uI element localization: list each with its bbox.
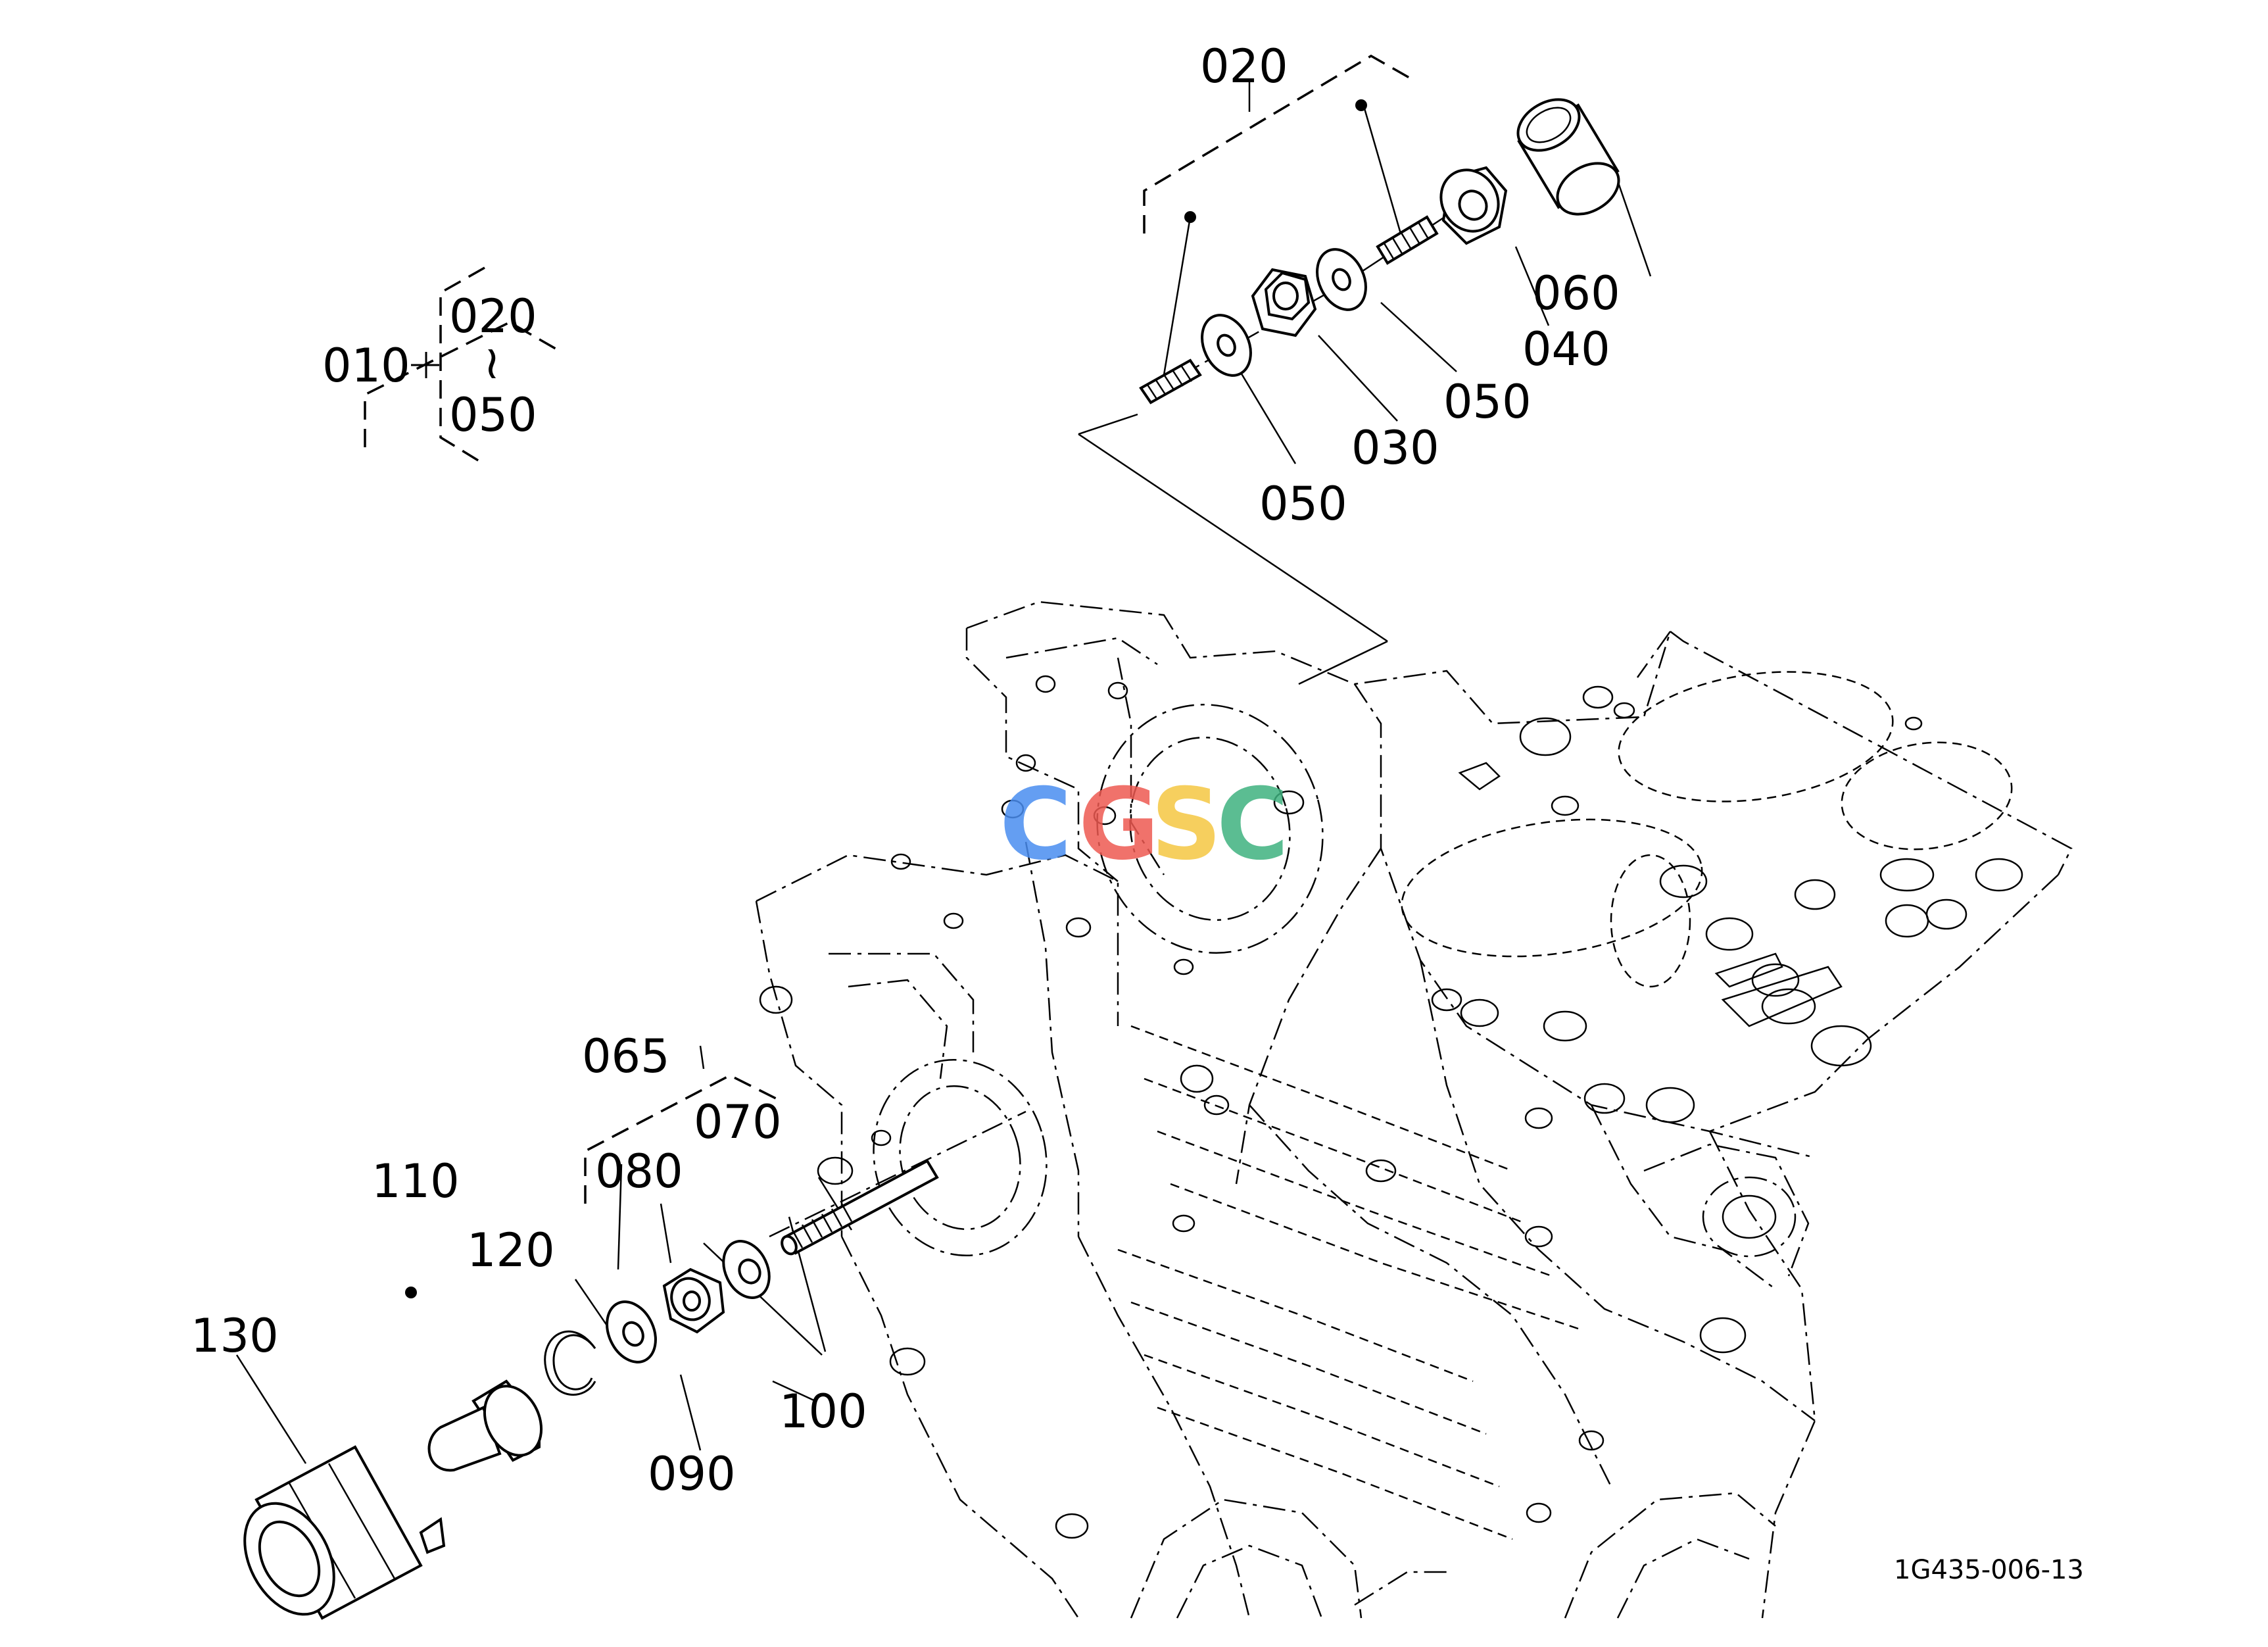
label-130: 130 [191,1309,279,1363]
part-080-nut [662,1267,725,1334]
reference-dots [405,99,1367,1298]
label-110: 110 [372,1154,460,1208]
part-040-nut [1439,166,1508,245]
upper-adjuster-assembly [1139,98,1620,405]
label-090: 090 [648,1447,736,1501]
label-050-right: 050 [1443,375,1532,429]
lower-adjuster-assembly [243,1159,939,1620]
watermark-letter-3: S [1151,768,1222,882]
label-030: 030 [1351,421,1439,475]
label-065: 065 [582,1029,670,1083]
part-screw-upper [1376,215,1439,265]
watermark-logo: C G S C [1000,768,1289,882]
label-020-group: 020 [449,289,537,343]
part-screw-lower [1139,358,1202,405]
label-010: 010 [322,339,410,393]
part-130-sleeve [243,1445,446,1620]
part-labels: 020 060 040 050 030 050 010 020 ≀ 050 06… [191,39,2084,1585]
label-040: 040 [1522,322,1610,376]
part-090-washer [606,1300,657,1364]
engine-block-outline [755,601,2073,1619]
part-120-snap-ring [544,1330,596,1396]
label-120: 120 [467,1223,555,1277]
label-060: 060 [1532,266,1620,320]
watermark-letter-1: C [1000,768,1072,882]
part-070-shaft [781,1159,939,1256]
drawing-code: 1G435-006-13 [1894,1555,2084,1585]
label-100: 100 [779,1385,867,1438]
watermark-letter-4: C [1217,768,1289,882]
part-050-washer-upper [1316,248,1367,311]
label-050-group: 050 [449,388,537,442]
label-range-separator: ≀ [483,335,500,389]
part-110-acorn-cap [427,1379,543,1472]
watermark-letter-2: G [1078,768,1159,882]
part-100-washer [722,1240,771,1299]
part-030-nut [1251,268,1317,337]
part-060-cap [1516,98,1620,216]
label-070: 070 [694,1095,782,1149]
label-050-left: 050 [1259,477,1347,531]
part-050-washer-lower [1201,314,1252,377]
label-080: 080 [595,1144,683,1198]
label-020-top: 020 [1200,39,1288,93]
